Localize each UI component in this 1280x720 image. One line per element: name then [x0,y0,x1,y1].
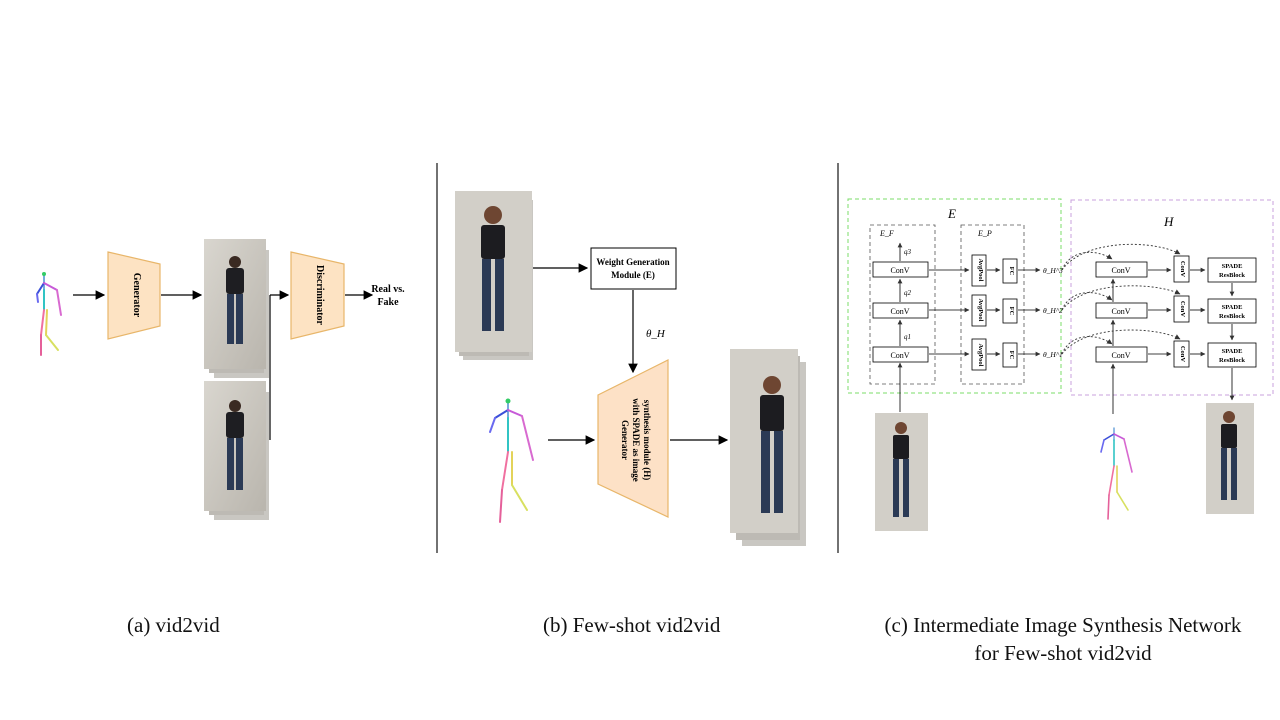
theta-dotted-arrows [1061,243,1181,355]
generator-trapezoid-b [597,359,669,518]
svg-text:SPADE: SPADE [1222,263,1243,270]
e-region [847,198,1062,394]
panel-b: Weight Generation Module (E) θ_H Generat… [455,191,806,546]
generator-b-label-line3: synthesis module (H) [642,400,652,481]
svg-text:ConV: ConV [1111,351,1130,360]
h-label: H [1163,214,1174,229]
svg-text:ConV: ConV [1179,301,1186,318]
generated-frames-stack [204,239,269,378]
h-conv-left-1: ConV [1095,346,1148,363]
caption-a: (a) vid2vid [127,613,220,637]
h-conv-small-3: ConV [1173,255,1190,283]
theta-label-b: θ_H [646,328,666,340]
q1-label: q1 [904,333,911,341]
svg-text:ConV: ConV [890,351,909,360]
svg-text:ConV: ConV [890,266,909,275]
panel-c: E H E_F E_P ConV ConV ConV q3 q2 q1 AvgP… [847,198,1274,531]
person-figure [481,206,505,331]
ef-conv-3: ConV [872,261,929,278]
pose-skeleton-b [489,398,534,523]
h-conv-small-1: ConV [1173,340,1190,368]
theta1-label: θ_H^1 [1043,350,1063,359]
svg-text:SPADE: SPADE [1222,348,1243,355]
ep-row-3: AvgPool FC [971,254,1018,287]
svg-text:FC: FC [1008,267,1015,276]
ep-row-1: AvgPool FC [971,338,1018,371]
h-conv-left-2: ConV [1095,302,1148,319]
svg-text:FC: FC [1008,307,1015,316]
output-frame-c [1206,403,1254,514]
svg-text:AvgPool: AvgPool [977,259,984,282]
svg-text:ConV: ConV [1179,346,1186,363]
panel-a: Generator [36,239,405,520]
discriminator-label: Discriminator [314,265,325,326]
person-figure [760,376,784,513]
ef-label: E_F [879,229,894,238]
output-frames-stack-b [730,349,806,546]
pose-skeleton-a [36,272,62,356]
reference-frame-c [875,413,928,531]
spade-resblock-1: SPADE ResBlock [1207,342,1257,368]
q2-label: q2 [904,289,912,297]
ep-region [960,224,1025,385]
svg-text:ConV: ConV [1111,266,1130,275]
h-region [1070,199,1274,396]
person-figure [226,256,244,344]
h-conv-left-3: ConV [1095,261,1148,278]
generator-trapezoid-a [107,251,161,340]
weight-gen-label-line2: Module (E) [611,270,655,280]
spade-resblock-2: SPADE ResBlock [1207,298,1257,324]
svg-text:ResBlock: ResBlock [1219,272,1245,279]
weight-generation-box [590,247,677,290]
person-figure [226,400,244,490]
svg-text:AvgPool: AvgPool [977,299,984,322]
ep-row-2: AvgPool FC [971,294,1018,327]
spade-resblock-3: SPADE ResBlock [1207,257,1257,283]
generator-b-label-line1: Generator [620,420,630,460]
q3-label: q3 [904,248,912,256]
caption-c-line2: for Few-shot vid2vid [974,641,1152,665]
svg-text:SPADE: SPADE [1222,304,1243,311]
output-label-line1: Real vs. [371,284,405,295]
generator-b-label-line2: with SPADE as image [631,398,641,482]
theta2-label: θ_H^2 [1043,306,1063,315]
generator-label-a: Generator [131,273,142,318]
output-label-line2: Fake [377,297,399,308]
ef-conv-2: ConV [872,302,929,319]
theta3-label: θ_H^3 [1043,266,1063,275]
ep-label: E_P [977,229,992,238]
discriminator-trapezoid [290,251,345,340]
svg-text:FC: FC [1008,351,1015,360]
ef-conv-1: ConV [872,346,929,363]
reference-frames-stack [455,191,533,360]
svg-text:ConV: ConV [890,307,909,316]
caption-c-line1: (c) Intermediate Image Synthesis Network [884,613,1242,637]
svg-text:AvgPool: AvgPool [977,344,984,367]
svg-text:ConV: ConV [1179,261,1186,278]
h-conv-small-2: ConV [1173,295,1190,323]
svg-text:ConV: ConV [1111,307,1130,316]
svg-text:ResBlock: ResBlock [1219,357,1245,364]
pose-skeleton-c [1100,427,1133,520]
weight-gen-label-line1: Weight Generation [596,257,669,267]
caption-b: (b) Few-shot vid2vid [543,613,721,637]
real-frames-stack [204,381,269,520]
e-label: E [947,206,956,221]
svg-text:ResBlock: ResBlock [1219,313,1245,320]
